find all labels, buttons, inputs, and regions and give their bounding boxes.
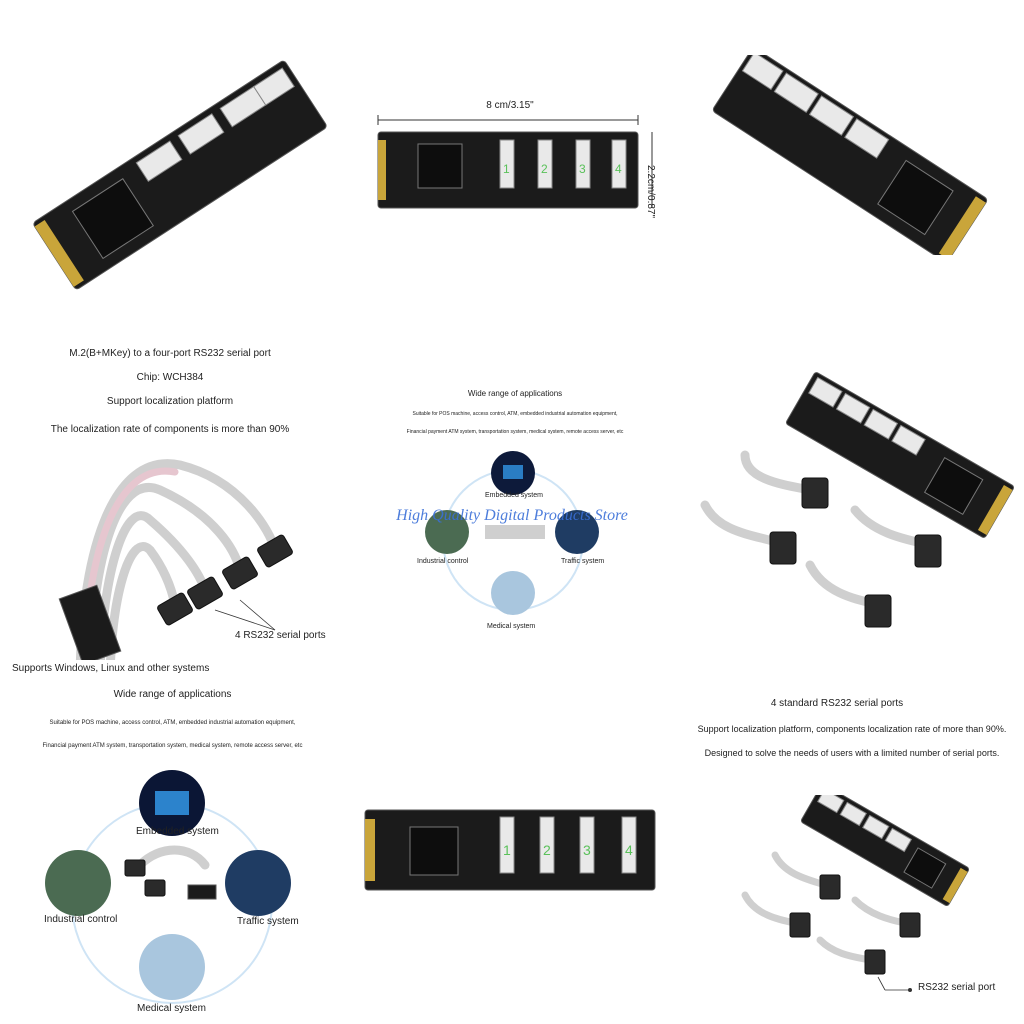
product-photo-with-cables [690,370,1020,660]
board-angled-left-image [33,60,327,290]
feature-line-3: Support localization platform [106,396,234,407]
label-medical-large: Medical system [137,1003,206,1014]
board-with-cables-image [700,372,1014,628]
standard-ports-line-3: Designed to solve the needs of users wit… [704,748,1000,758]
label-embedded-small: Embedded system [485,492,543,499]
applications-desc-large-2: Financial payment ATM system, transporta… [42,743,303,749]
port-number-3: 3 [579,162,586,176]
standard-ports-line-2: Support localization platform, component… [697,724,1007,734]
rs232-port-label: RS232 serial port [918,982,996,993]
standard-ports-line-1: 4 standard RS232 serial ports [770,698,904,709]
store-watermark: High Quality Digital Products Store [396,507,628,524]
applications-panel-small: Wide range of applications Suitable for … [355,385,675,635]
label-traffic-large: Traffic system [237,916,299,927]
label-medical-small: Medical system [487,623,536,630]
port-number-4: 4 [615,162,622,176]
label-embedded-large: Embedded system [136,826,219,837]
port-number-2-large: 2 [543,842,551,858]
board-top-image: 1 2 3 4 [377,115,653,209]
port-number-1-large: 1 [503,842,511,858]
feature-line-4: The localization rate of components is m… [50,424,290,435]
traffic-icon [555,510,599,554]
cable-assembly-image [58,459,293,660]
applications-desc-large-1: Suitable for POS machine, access control… [49,720,296,726]
port-number-3-large: 3 [583,842,591,858]
ports-caption: 4 RS232 serial ports [235,630,326,641]
product-photo-angled-left [20,60,340,290]
applications-desc-small-2: Financial payment ATM system, transporta… [406,429,624,435]
traffic-large-icon [225,850,291,916]
applications-circle-small [425,451,599,615]
features-panel: M.2(B+MKey) to a four-port RS232 serial … [0,340,340,660]
board-angled-right-image [712,55,988,255]
feature-line-1: M.2(B+MKey) to a four-port RS232 serial … [69,348,271,359]
product-photo-angled-right [700,55,1000,255]
board-top-large-image: 1 2 3 4 [364,809,656,891]
label-industrial-large: Industrial control [44,914,118,925]
port-number-4-large: 4 [625,842,633,858]
height-dimension-label: 2.2cm/0.87" [645,165,656,219]
medical-icon [491,571,535,615]
industrial-icon [425,510,469,554]
label-industrial-small: Industrial control [417,558,469,565]
industrial-large-icon [45,850,111,916]
medical-large-icon [139,934,205,1000]
applications-desc-small-1: Suitable for POS machine, access control… [412,411,618,417]
label-traffic-small: Traffic system [561,558,605,565]
standard-ports-text: 4 standard RS232 serial ports Support lo… [680,698,1024,768]
port-number-1: 1 [503,162,510,176]
product-photo-dimensions: 8 cm/3.15" 1 2 3 4 2.2cm/0.87" [360,90,680,230]
applications-title-small: Wide range of applications [467,389,563,398]
applications-circle-large [45,770,291,1004]
applications-title-large: Wide range of applications [113,689,232,700]
feature-line-2: Chip: WCH384 [136,372,204,383]
applications-panel-large: Wide range of applications Suitable for … [0,685,345,1020]
product-photo-top-large: 1 2 3 4 [360,805,660,895]
port-number-2: 2 [541,162,548,176]
board-with-cables-small-image [741,795,970,992]
width-dimension-label: 8 cm/3.15" [486,100,534,111]
os-support-line: Supports Windows, Linux and other system… [12,663,210,674]
product-photo-with-cables-small: RS232 serial port [730,795,1020,1020]
